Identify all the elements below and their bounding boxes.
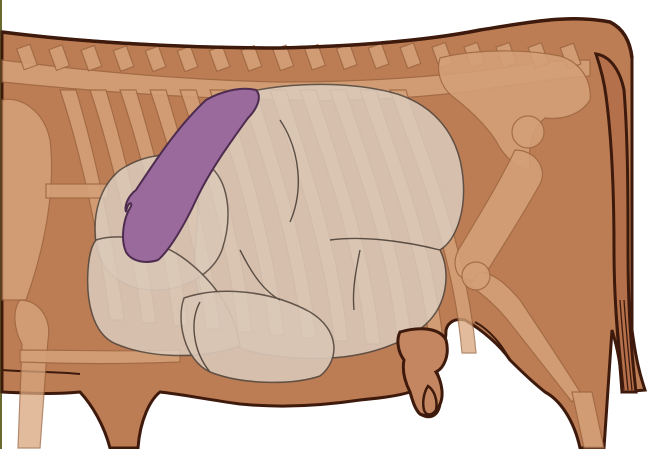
rib-bar xyxy=(46,184,108,198)
knee-joint xyxy=(462,262,490,290)
hip-joint xyxy=(512,116,544,148)
udder xyxy=(398,329,447,416)
